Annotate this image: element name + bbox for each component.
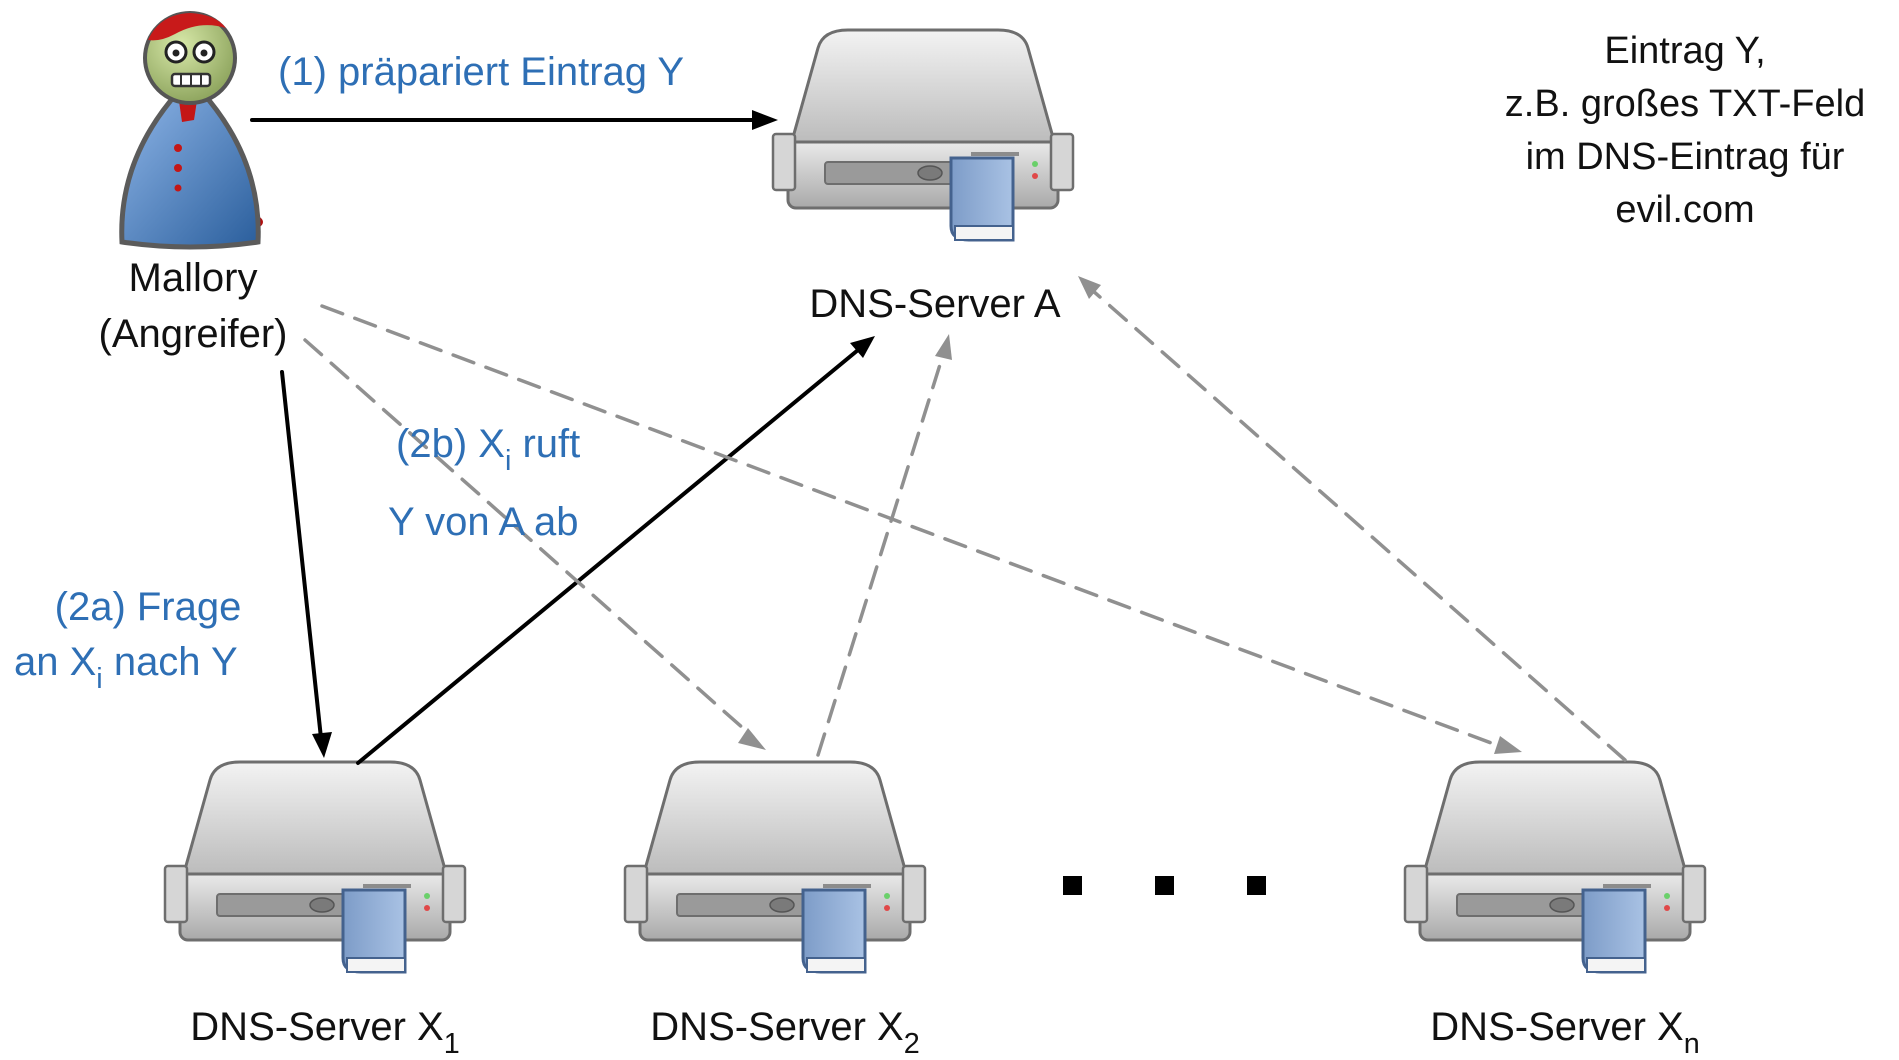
dashed-arrow-server-x2-to-server-a	[816, 334, 952, 757]
ellipsis-dot	[1247, 876, 1266, 895]
dns-server-x2-icon	[623, 760, 927, 974]
step-2a-prefix: an X	[14, 640, 97, 684]
dashed-arrow-attacker-to-server-xn	[320, 304, 1522, 754]
entry-note: Eintrag Y, z.B. großes TXT-Feld im DNS-E…	[1505, 25, 1865, 237]
step-2a-suffix: nach Y	[102, 640, 238, 684]
step-1-label: (1) präpariert Eintrag Y	[278, 50, 685, 94]
step-2a-label-line1: (2a) Frage	[54, 585, 242, 629]
arrow-attacker-to-server-x1	[280, 370, 332, 758]
step-2a-label-line2: an Xi nach Y	[14, 640, 238, 693]
server-xn-label: DNS-Server Xn	[1430, 1005, 1699, 1058]
server-x2-label: DNS-Server X2	[650, 1005, 919, 1058]
server-x2-name: DNS-Server X	[650, 1005, 904, 1049]
server-x1-name: DNS-Server X	[190, 1005, 444, 1049]
ellipsis-dot	[1155, 876, 1174, 895]
dashed-arrow-attacker-to-server-x2	[303, 338, 766, 750]
server-a-label: DNS-Server A	[809, 282, 1061, 326]
mallory-zombie-icon	[119, 11, 263, 250]
entry-note-line-3: im DNS-Eintrag für	[1525, 136, 1845, 178]
server-xn-subscript: n	[1683, 1027, 1700, 1060]
step-2b-label-line2: Y von A ab	[388, 500, 579, 544]
dns-server-x1-icon	[163, 760, 467, 974]
attacker-role: (Angreifer)	[98, 312, 288, 356]
dns-server-xn-icon	[1403, 760, 1707, 974]
server-x1-label: DNS-Server X1	[190, 1005, 459, 1058]
step-2b-label-line1: (2b) Xi ruft	[396, 422, 581, 475]
server-x1-subscript: 1	[443, 1027, 460, 1060]
arrow-server-x1-to-server-a	[356, 336, 875, 765]
dns-server-a-icon	[771, 28, 1075, 242]
entry-note-line-4: evil.com	[1615, 189, 1755, 231]
ellipsis-more-servers	[1063, 876, 1266, 895]
step-2b-subscript: i	[504, 444, 512, 477]
attacker-name: Mallory	[128, 256, 258, 300]
step-2a-subscript: i	[96, 662, 103, 695]
entry-note-line-2: z.B. großes TXT-Feld	[1504, 83, 1866, 125]
dashed-arrow-server-xn-to-server-a	[1078, 276, 1627, 762]
arrow-attacker-to-server-a	[250, 110, 778, 130]
server-x2-subscript: 2	[903, 1027, 920, 1060]
entry-note-line-1: Eintrag Y,	[1604, 30, 1766, 72]
step-2b-prefix: (2b) X	[396, 422, 505, 466]
step-2b-suffix: ruft	[511, 422, 581, 466]
server-xn-name: DNS-Server X	[1430, 1005, 1684, 1049]
ellipsis-dot	[1063, 876, 1082, 895]
